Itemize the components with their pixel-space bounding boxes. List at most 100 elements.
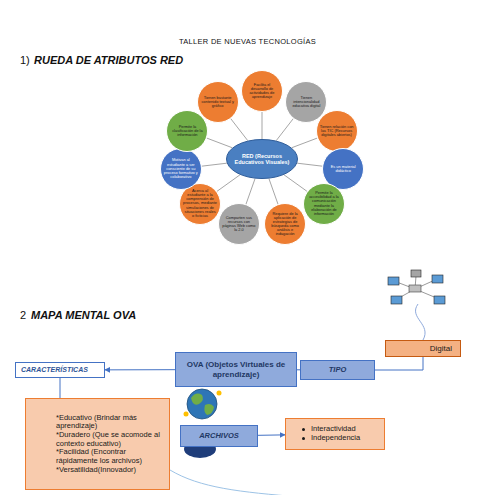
ellipse-shape	[218, 204, 259, 245]
attribute-circle: Requiere de la aplicación de estrategias…	[264, 203, 306, 245]
attribute-circle: Permite la clasificación de la informaci…	[166, 110, 208, 152]
node-text: Motivan al estudiante a ser consciente d…	[164, 157, 198, 178]
ellipse-shape	[197, 81, 238, 122]
ellipse-shape	[242, 71, 283, 112]
node-text: Es un material didáctico	[331, 164, 356, 173]
text-row: *Versatilidad(Innovador)	[56, 466, 165, 475]
spoke-line	[284, 175, 307, 191]
node-text: TIPO	[329, 365, 347, 374]
node-text: RED (Recursos Educativos Visuales)	[235, 153, 290, 165]
text-row: Requiere de la aplicación de estrategias…	[268, 212, 302, 237]
node-text: OVA (Objetos Virtuales de aprendizaje)	[187, 360, 286, 378]
text-row: *Educativo (Brindar más aprendizaje)	[56, 414, 165, 431]
computer-monitor	[432, 275, 443, 283]
network-hub	[409, 285, 421, 292]
attribute-circle: Comparten sus recursos con páginas Web c…	[218, 203, 260, 245]
section-number: 2	[20, 309, 26, 321]
node-text: *Versatilidad(Innovador)	[56, 465, 136, 474]
attribute-circle: Permite la accesibilidad a la comunicaci…	[303, 183, 345, 225]
text-row: Interactividad	[302, 425, 378, 434]
type-box: Digital	[385, 340, 461, 357]
spoke-line	[217, 175, 240, 191]
ellipse-shape	[227, 140, 298, 179]
node-text: *Duradero (Que se acomode al contexto ed…	[56, 430, 160, 448]
ellipse-shape	[180, 183, 221, 224]
node-text: Permite la accesibilidad a la comunicaci…	[309, 190, 339, 215]
text-row: Tienen bastante contenido textual y gráf…	[201, 96, 235, 108]
branch-box: TIPO	[300, 360, 375, 380]
node-text: CARACTERÍSTICAS	[21, 366, 88, 373]
text-row: Tienen relación con las TIC (Recursos di…	[320, 125, 354, 137]
attribute-circle: Tienen bastante contenido textual y gráf…	[197, 81, 239, 123]
attribute-circle: Facilita el desarrollo de actividades de…	[241, 70, 283, 112]
ellipse-shape	[316, 110, 357, 151]
node-text: *Facilidad (Encontrar rápidamente los ar…	[56, 447, 142, 465]
feature-list-box: *Educativo (Brindar más aprendizaje)*Dur…	[25, 398, 170, 490]
connector-line	[60, 378, 61, 398]
node-text: Requiere de la aplicación de estrategias…	[271, 211, 299, 236]
node-text: Comparten sus recursos con páginas Web c…	[222, 215, 255, 232]
globe-land	[191, 394, 203, 405]
figure-head	[217, 391, 222, 396]
node-text: Tienen bastante contenido textual y gráf…	[201, 95, 233, 108]
leader-line	[416, 304, 426, 340]
spoke-line	[231, 118, 248, 140]
text-row: Independencia	[302, 434, 378, 443]
text-row: Digital	[394, 344, 452, 353]
computer-monitor	[391, 296, 402, 304]
connector-line	[258, 434, 285, 435]
node-text: *Educativo (Brindar más aprendizaje)	[56, 413, 137, 431]
connector-line	[375, 357, 423, 370]
spoke-line	[297, 163, 322, 166]
decorative-curve	[170, 470, 300, 495]
branch-box: ARCHIVOS	[180, 425, 258, 447]
text-row: Motivan al estudiante a ser consciente d…	[164, 158, 198, 178]
spoke-line	[262, 112, 263, 139]
text-row: *Duradero (Que se acomode al contexto ed…	[56, 431, 165, 448]
network-icon	[388, 270, 445, 304]
node-text: Independencia	[311, 433, 360, 442]
text-row: Facilita el desarrollo de actividades de…	[245, 83, 279, 99]
computer-monitor	[434, 296, 445, 304]
figure-head	[184, 412, 189, 417]
text-row: Acerca al estudiante a la comprensión de…	[183, 189, 217, 218]
node-text: Interactividad	[311, 424, 356, 433]
node-text: Facilita el desarrollo de actividades de…	[250, 82, 275, 99]
attribute-circle: Tienen relación con las TIC (Recursos di…	[316, 110, 358, 152]
text-row: Comparten sus recursos con páginas Web c…	[222, 216, 256, 232]
text-row: OVA (Objetos Virtuales de aprendizaje)	[180, 360, 292, 378]
text-row: Permite la accesibilidad a la comunicaci…	[307, 191, 341, 216]
spoke-line	[207, 138, 232, 148]
branch-box: CARACTERÍSTICAS	[15, 362, 105, 378]
node-text: Acerca al estudiante a la comprensión de…	[183, 188, 217, 218]
spoke-line	[269, 179, 278, 205]
central-box: OVA (Objetos Virtuales de aprendizaje)	[175, 352, 297, 387]
text-row: Tienen intencionalidad educativa digital	[289, 96, 323, 108]
spoke-line	[292, 138, 317, 148]
text-row: Es un material didáctico	[326, 165, 360, 173]
connector-line	[105, 369, 175, 370]
text-row: CARACTERÍSTICAS	[21, 366, 99, 374]
node-text: Permite la clasificación de la informaci…	[172, 124, 203, 137]
text-row: ARCHIVOS	[185, 432, 253, 441]
node-text: Tienen intencionalidad educativa digital	[292, 95, 320, 108]
attribute-circle: Motivan al estudiante a ser consciente d…	[160, 148, 202, 190]
ellipse-shape	[265, 204, 306, 245]
text-row: RED (Recursos Educativos Visuales)	[233, 153, 291, 166]
computer-monitor	[388, 277, 399, 285]
section-number: 1)	[20, 54, 30, 66]
page-title: TALLER DE NUEVAS TECNOLOGÍAS	[0, 37, 495, 46]
spoke-line	[246, 179, 255, 205]
section-heading: MAPA MENTAL OVA	[31, 309, 136, 321]
bullet-dot	[302, 437, 305, 440]
spoke-line	[202, 163, 227, 166]
node-text: Digital	[430, 344, 452, 353]
globe	[187, 389, 217, 419]
ellipse-shape	[167, 110, 208, 151]
section-heading: RUEDA DE ATRIBUTOS RED	[34, 54, 183, 66]
text-row: TIPO	[305, 366, 370, 375]
bullet-dot	[302, 428, 305, 431]
attribute-circle: Acerca al estudiante a la comprensión de…	[179, 183, 221, 225]
bullet-list-box: InteractividadIndependencia	[285, 418, 385, 450]
